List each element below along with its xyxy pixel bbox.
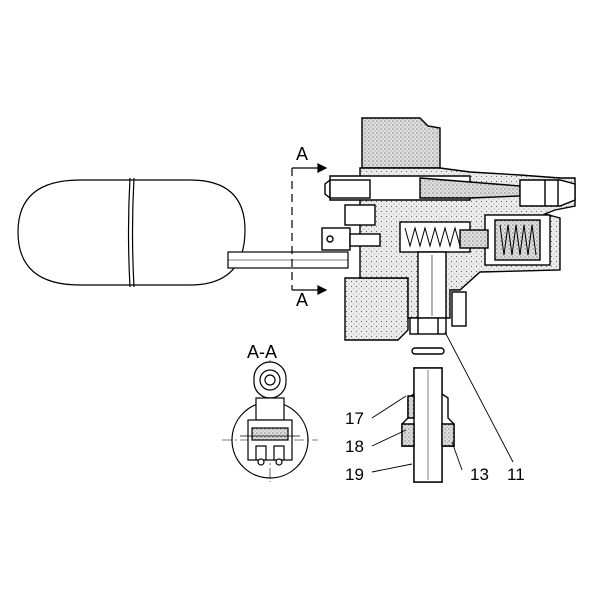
section-mark-top: A [296,144,308,164]
float-ball [17,177,246,288]
section-view-title: A-A [247,342,277,362]
callout-13: 13 [470,465,489,484]
section-view-a-a [222,360,318,482]
callout-11: 11 [507,465,525,484]
valve-body [321,117,576,341]
o-ring [411,347,445,355]
callout-19: 19 [345,465,364,484]
leader-lines [371,331,514,473]
float-arm [227,251,349,269]
section-mark-bottom: A [296,290,308,310]
outlet-fitting [401,367,455,483]
section-line [291,163,328,295]
callout-17: 17 [345,409,364,428]
callout-18: 18 [345,437,364,456]
